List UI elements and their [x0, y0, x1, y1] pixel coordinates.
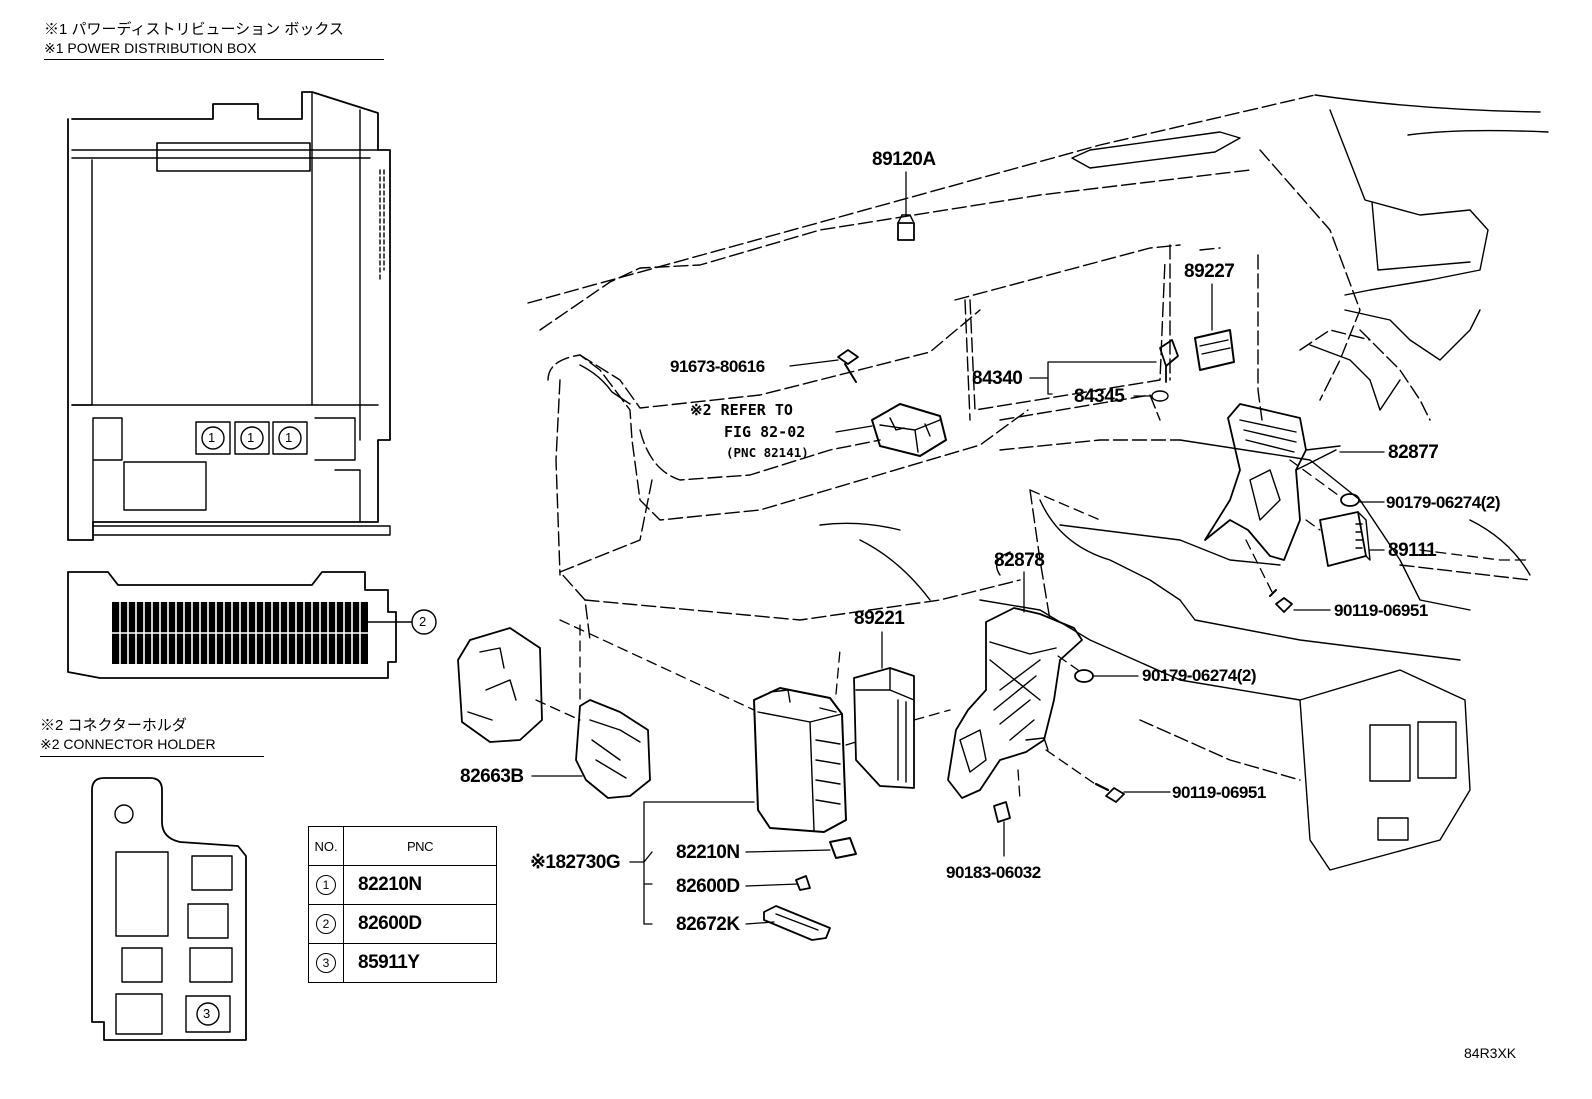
row-3-no: 3 [316, 953, 336, 973]
callout-1-circle-b [240, 426, 264, 450]
component-91673-bolt [837, 349, 859, 383]
table-row: 3 85911Y [308, 943, 497, 983]
pnc-table-head-pnc: PNC [343, 826, 497, 866]
component-82663B [575, 699, 651, 799]
label-90119-06951-b[interactable]: 90119-06951 [1172, 783, 1266, 802]
holder-header-jp: ※2 コネクターホルダ [40, 717, 187, 734]
dashboard-outline [527, 94, 1549, 871]
power-distribution-box-drawing [67, 91, 391, 541]
component-82672K [763, 905, 831, 941]
callout-2: 2 [419, 614, 427, 629]
row-2-pnc[interactable]: 82600D [343, 904, 497, 944]
connector-holder-drawing [91, 777, 247, 1041]
table-row: 1 82210N [308, 865, 497, 905]
row-1-no: 1 [316, 875, 336, 895]
component-82877-bracket [1204, 403, 1341, 561]
component-82730G-junction-block [753, 687, 847, 833]
row-1-pnc[interactable]: 82210N [343, 865, 497, 905]
label-82210N[interactable]: 82210N [676, 842, 740, 863]
component-82600D [795, 875, 811, 891]
callout-1-circle-c [278, 426, 302, 450]
row-3-pnc[interactable]: 85911Y [343, 943, 497, 983]
pnc-table-header: NO. PNC [308, 826, 497, 866]
component-82210N [829, 837, 857, 859]
dashed-guide-lines [535, 459, 1531, 801]
table-row: 2 82600D [308, 904, 497, 944]
label-82730G[interactable]: ※182730G [530, 852, 621, 873]
label-90179-06274-b[interactable]: 90179-06274(2) [1142, 666, 1256, 685]
callout-1-b: 1 [247, 430, 255, 445]
label-89120A[interactable]: 89120A [872, 149, 936, 170]
label-90179-06274-a[interactable]: 90179-06274(2) [1386, 493, 1500, 512]
component-90179-washer-a [1340, 493, 1360, 507]
label-90119-06951-a[interactable]: 90119-06951 [1334, 601, 1428, 620]
component-89111 [1319, 511, 1371, 567]
label-refer-line1: ※2 REFER TO [690, 401, 793, 419]
holder-header-underline [40, 756, 264, 757]
pnc-table: NO. PNC 1 82210N 2 82600D 3 85911Y [308, 826, 497, 983]
label-82600D[interactable]: 82600D [676, 876, 740, 897]
label-91673-80616[interactable]: 91673-80616 [670, 357, 765, 376]
row-2-no: 2 [316, 914, 336, 934]
label-84345[interactable]: 84345 [1074, 386, 1125, 407]
holder-header-en: ※2 CONNECTOR HOLDER [40, 736, 216, 752]
callout-1-circle-a [201, 426, 225, 450]
label-82877[interactable]: 82877 [1388, 442, 1439, 463]
component-89227 [1194, 329, 1235, 371]
component-82663B-connector-side [457, 627, 543, 743]
figure-code: 84R3XK [1464, 1045, 1517, 1061]
label-refer-line2[interactable]: FIG 82-02 [724, 423, 806, 441]
label-82672K[interactable]: 82672K [676, 914, 740, 935]
callout-3: 3 [203, 1006, 211, 1021]
label-82663B[interactable]: 82663B [460, 766, 524, 787]
label-90183-06032[interactable]: 90183-06032 [946, 863, 1041, 882]
pnc-table-head-no: NO. [308, 826, 344, 866]
callout-2-circle [411, 609, 437, 635]
component-84340-84345 [1151, 339, 1179, 402]
label-84340[interactable]: 84340 [972, 368, 1023, 389]
component-82141-block [871, 403, 947, 457]
power-distribution-box-side-drawing [67, 571, 437, 679]
label-89111[interactable]: 89111 [1388, 540, 1437, 561]
callout-3-circle [196, 1002, 220, 1026]
leader-lines [531, 171, 1385, 925]
component-90119-bolt-b [1094, 782, 1125, 803]
component-82878-bracket [947, 607, 1083, 799]
component-90179-washer-b [1074, 669, 1094, 683]
component-89221 [853, 667, 915, 789]
pdb-header-underline [44, 59, 384, 60]
callout-1-c: 1 [285, 430, 293, 445]
pdb-header-jp: ※1 パワーディストリビューション ボックス [44, 21, 344, 38]
label-89221[interactable]: 89221 [854, 608, 905, 629]
label-89227[interactable]: 89227 [1184, 261, 1235, 282]
callout-1-a: 1 [208, 430, 216, 445]
label-82878[interactable]: 82878 [994, 550, 1045, 571]
component-89120A [897, 214, 915, 241]
component-90183-clip [993, 801, 1011, 823]
label-refer-line3: (PNC 82141) [726, 445, 809, 460]
pdb-header-en: ※1 POWER DISTRIBUTION BOX [44, 40, 257, 56]
component-90119-bolt-a [1269, 589, 1293, 613]
